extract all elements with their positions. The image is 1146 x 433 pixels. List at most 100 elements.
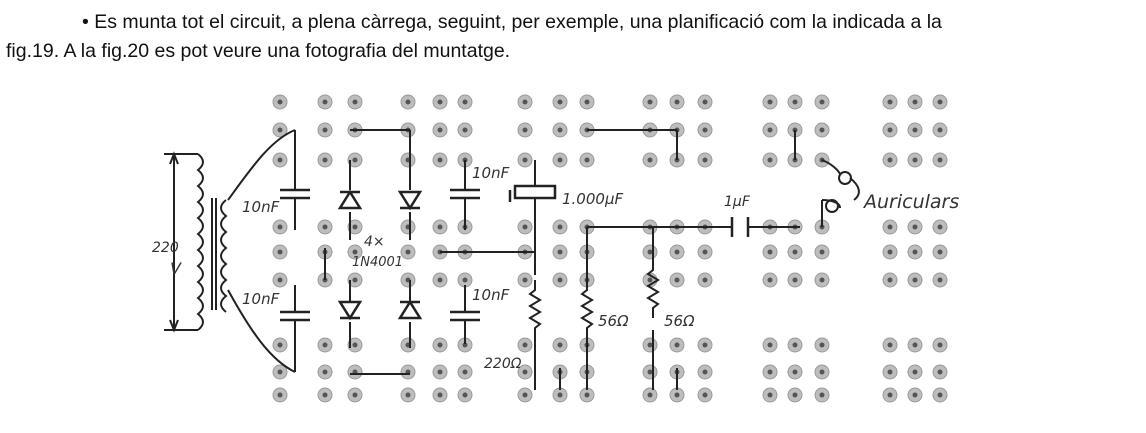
breadboard-hole-center	[462, 127, 468, 133]
breadboard-hole-center	[887, 99, 893, 105]
label-resistor-a: 56Ω	[598, 312, 629, 330]
breadboard-hole-center	[522, 224, 528, 230]
label-coupling-cap: 1µF	[724, 194, 751, 210]
breadboard-hole-center	[522, 392, 528, 398]
breadboard-hole-center	[819, 249, 825, 255]
breadboard-hole-center	[912, 99, 918, 105]
breadboard-hole-center	[557, 277, 563, 283]
breadboard-hole-center	[647, 157, 653, 163]
breadboard-hole-center	[352, 99, 358, 105]
breadboard-hole-center	[792, 369, 798, 375]
breadboard-hole-center	[937, 249, 943, 255]
breadboard-hole-center	[767, 127, 773, 133]
breadboard-hole-center	[522, 277, 528, 283]
breadboard-hole-center	[322, 127, 328, 133]
breadboard-hole-center	[437, 369, 443, 375]
breadboard-hole-center	[912, 157, 918, 163]
paragraph-line-1: • Es munta tot el circuit, a plena càrre…	[6, 8, 1142, 37]
label-resistor-c: 220Ω	[484, 356, 522, 372]
breadboard-hole-center	[912, 392, 918, 398]
breadboard-hole-center	[819, 127, 825, 133]
diode-bottom-left	[337, 300, 363, 321]
diode-bottom-right	[397, 299, 423, 320]
breadboard-hole-center	[522, 99, 528, 105]
breadboard-hole-center	[352, 249, 358, 255]
breadboard-hole-center	[437, 392, 443, 398]
breadboard-hole-center	[674, 277, 680, 283]
resistor-56b	[646, 250, 660, 318]
breadboard-hole-center	[277, 99, 283, 105]
breadboard-hole-center	[584, 99, 590, 105]
breadboard-hole-center	[647, 342, 653, 348]
breadboard-hole-center	[912, 369, 918, 375]
breadboard-hole-center	[277, 249, 283, 255]
breadboard-hole-center	[937, 342, 943, 348]
transformer-secondary-coil	[220, 199, 228, 313]
breadboard-hole-center	[405, 99, 411, 105]
diode-top-right	[397, 190, 423, 211]
circuit-breadboard-figure: 10nF 10nF 10nF 10nF 4× 1N4001 1.000µF 1µ…	[152, 94, 959, 403]
breadboard-hole-center	[912, 342, 918, 348]
breadboard-hole-center	[437, 342, 443, 348]
breadboard-hole-center	[674, 249, 680, 255]
breadboard-hole-center	[647, 369, 653, 375]
label-electrolytic: 1.000µF	[562, 190, 623, 208]
breadboard-hole-center	[912, 224, 918, 230]
label-cap-bottom-left: 10nF	[242, 290, 280, 308]
breadboard-hole-center	[557, 127, 563, 133]
breadboard-hole-center	[792, 392, 798, 398]
breadboard-hole-center	[767, 99, 773, 105]
breadboard-hole-center	[322, 342, 328, 348]
label-resistor-b: 56Ω	[664, 312, 695, 330]
breadboard-hole-center	[405, 392, 411, 398]
breadboard-hole-center	[792, 277, 798, 283]
label-diodes-part: 1N4001	[352, 255, 403, 270]
breadboard-hole-center	[277, 392, 283, 398]
breadboard-hole-center	[557, 342, 563, 348]
breadboard-hole-center	[767, 157, 773, 163]
paragraph-line-2: fig.19. A la fig.20 es pot veure una fot…	[6, 40, 511, 62]
breadboard-hole-center	[437, 157, 443, 163]
breadboard-hole-center	[277, 127, 283, 133]
breadboard-hole-center	[937, 277, 943, 283]
breadboard-hole-center	[557, 99, 563, 105]
breadboard-hole-center	[462, 369, 468, 375]
headphone-jack-top	[838, 171, 852, 185]
breadboard-hole-center	[522, 127, 528, 133]
breadboard-hole-center	[522, 342, 528, 348]
breadboard-hole-center	[767, 392, 773, 398]
breadboard-hole-center	[887, 224, 893, 230]
breadboard-hole-center	[912, 127, 918, 133]
breadboard-hole-center	[557, 224, 563, 230]
breadboard-hole-center	[702, 127, 708, 133]
breadboard-hole-center	[937, 99, 943, 105]
breadboard-hole-center	[792, 99, 798, 105]
label-cap-top-right: 10nF	[472, 164, 510, 182]
breadboard-hole-center	[647, 392, 653, 398]
breadboard-hole-center	[937, 392, 943, 398]
label-cap-top-left: 10nF	[242, 198, 280, 216]
breadboard-hole-center	[702, 342, 708, 348]
breadboard-hole-center	[702, 369, 708, 375]
breadboard-hole-center	[937, 127, 943, 133]
label-voltage-unit: V	[170, 259, 182, 278]
breadboard-hole-center	[352, 277, 358, 283]
components	[280, 184, 750, 322]
label-headphones: Auriculars	[862, 191, 959, 213]
resistor-220	[528, 280, 542, 338]
breadboard-hole-center	[887, 157, 893, 163]
breadboard-hole-center	[462, 99, 468, 105]
breadboard-hole-center	[937, 224, 943, 230]
breadboard-hole-center	[352, 157, 358, 163]
breadboard-hole-center	[462, 392, 468, 398]
breadboard-hole-center	[702, 249, 708, 255]
breadboard-hole-center	[702, 277, 708, 283]
body-paragraph: • Es munta tot el circuit, a plena càrre…	[6, 8, 1142, 66]
breadboard-hole-center	[437, 224, 443, 230]
breadboard-hole-center	[647, 277, 653, 283]
breadboard-hole-center	[674, 392, 680, 398]
breadboard-hole-center	[767, 277, 773, 283]
breadboard-hole-center	[887, 342, 893, 348]
breadboard-hole-center	[792, 249, 798, 255]
label-cap-bottom-right: 10nF	[472, 286, 510, 304]
